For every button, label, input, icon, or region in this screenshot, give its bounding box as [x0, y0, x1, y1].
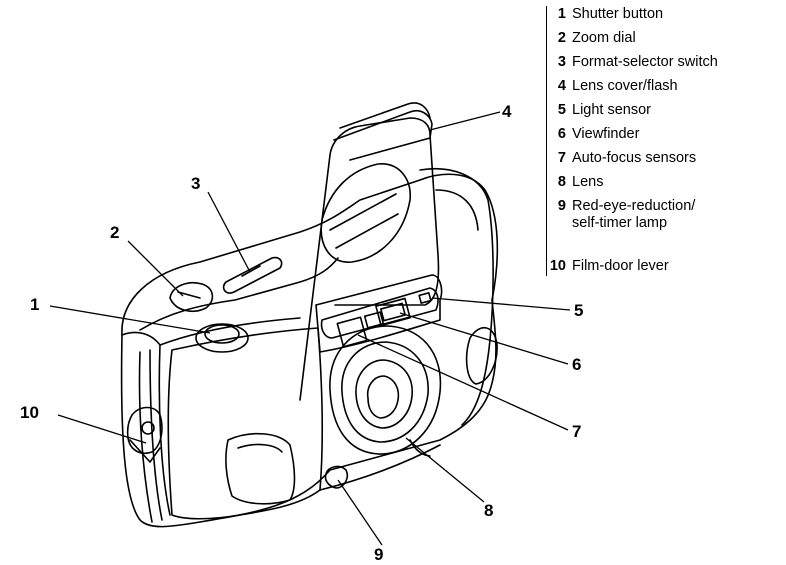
legend-number: 10	[549, 258, 566, 274]
leader-line-1	[49, 305, 211, 334]
legend-number: 4	[557, 78, 566, 94]
left-side-panel	[121, 331, 171, 516]
film-door-lever	[126, 406, 163, 454]
legend-label: Light sensor	[572, 102, 651, 118]
legend-label: Red-eye-reduction/ self-timer lamp	[572, 198, 696, 231]
grip-recess	[225, 432, 296, 505]
autofocus-sensor-right	[363, 311, 385, 329]
camera-top-contour	[139, 257, 339, 331]
zoom-dial-ridge	[177, 291, 201, 299]
lens-barrel-outer	[329, 325, 442, 455]
right-housing	[419, 168, 494, 426]
leader-line-2	[127, 240, 184, 297]
legend-rule	[546, 6, 547, 276]
legend-number: 1	[557, 6, 566, 22]
callout-number-8: 8	[484, 501, 493, 520]
viewfinder-window	[375, 297, 411, 327]
legend-number: 6	[557, 126, 566, 142]
legend-label: Format-selector switch	[572, 54, 718, 70]
flash-window-line-2	[335, 213, 399, 249]
film-door-lever-tab	[129, 439, 161, 463]
grip-recess-inner	[237, 443, 283, 453]
callout-number-5: 5	[574, 301, 583, 320]
callout-number-10: 10	[20, 403, 39, 422]
callout-number-1: 1	[30, 295, 39, 314]
lens-element	[355, 359, 413, 429]
flash-window-line-1	[329, 193, 397, 231]
zoom-dial	[169, 282, 214, 312]
callout-number-6: 6	[572, 355, 581, 374]
front-plate	[320, 287, 439, 339]
red-eye-lamp	[324, 465, 349, 489]
legend-label: Zoom dial	[572, 30, 636, 46]
film-door-lever-knob	[141, 421, 155, 435]
legend-label: Lens cover/flash	[572, 78, 678, 94]
lens-barrel-ring	[341, 341, 429, 443]
viewfinder-inner	[380, 302, 406, 322]
legend-number: 3	[557, 54, 566, 70]
legend-number: 9	[557, 198, 566, 214]
format-switch-slider	[241, 265, 261, 277]
leader-line-8	[405, 437, 485, 503]
format-switch-track	[222, 256, 283, 294]
callout-number-4: 4	[502, 102, 512, 121]
lens-glass	[366, 375, 400, 419]
callout-number-3: 3	[191, 174, 200, 193]
flash-window	[320, 163, 411, 263]
left-grip-face	[167, 327, 323, 520]
shutter-button-base	[195, 323, 249, 353]
legend-label: Lens	[572, 174, 604, 190]
camera-shoulder	[159, 317, 301, 346]
flash-head-top	[339, 102, 431, 129]
leader-line-9	[337, 479, 383, 546]
left-side-edge	[138, 351, 153, 523]
leader-line-4	[429, 111, 501, 131]
callout-number-7: 7	[572, 422, 581, 441]
legend-number: 5	[557, 102, 566, 118]
right-housing-inner	[435, 189, 479, 231]
camera-body-outline	[120, 173, 499, 528]
light-sensor	[418, 292, 432, 304]
leader-lines	[49, 111, 571, 546]
lower-body-line	[319, 444, 441, 491]
legend-label: Film-door lever	[572, 258, 669, 274]
leader-line-6	[399, 312, 569, 365]
callout-number-9: 9	[374, 545, 383, 564]
leader-line-5	[431, 297, 571, 311]
autofocus-sensor-left	[336, 316, 368, 348]
legend-number: 2	[557, 30, 566, 46]
legend-number: 8	[557, 174, 566, 190]
leader-line-10	[57, 414, 147, 444]
callout-number-2: 2	[110, 223, 119, 242]
flash-head	[333, 109, 433, 161]
left-side-seam	[149, 349, 163, 521]
leader-line-3	[207, 191, 251, 273]
legend-label: Shutter button	[572, 6, 664, 22]
shutter-button-top	[204, 324, 240, 344]
legend-label: Auto-focus sensors	[572, 150, 697, 166]
leader-line-7	[357, 334, 569, 431]
legend-label: Viewfinder	[572, 126, 640, 142]
legend-number: 7	[557, 150, 566, 166]
right-side-grip	[465, 327, 498, 385]
